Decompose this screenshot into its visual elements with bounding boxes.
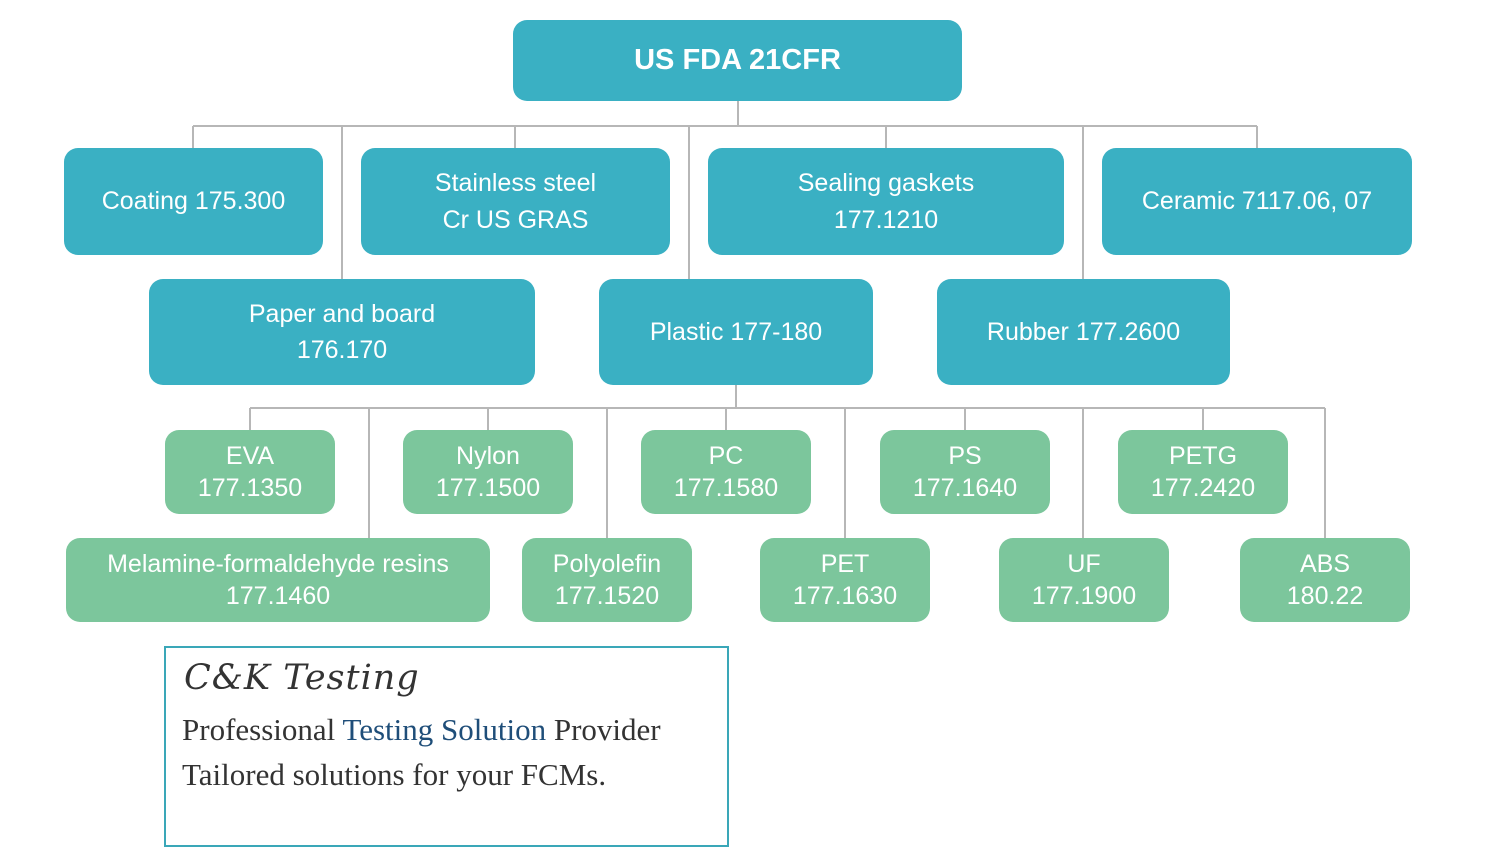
brand-name: C&K Testing	[184, 658, 420, 698]
category-label: Ceramic 7117.06, 07	[1141, 187, 1373, 216]
category-ceramic: Ceramic 7117.06, 07	[1102, 148, 1412, 255]
plastic-name: EVA	[225, 441, 275, 470]
category-code: 176.170	[296, 336, 388, 364]
tagline-pre: Professional	[182, 712, 343, 747]
plastic-nylon: Nylon 177.1500	[403, 430, 573, 514]
plastic-code: 177.1460	[225, 582, 331, 610]
tagline-line-2: Tailored solutions for your FCMs.	[182, 756, 607, 792]
plastic-name: Nylon	[456, 441, 520, 470]
plastic-code: 177.2420	[1150, 474, 1256, 502]
category-plastic: Plastic 177-180	[599, 279, 873, 385]
tagline-line-1: Professional Testing Solution Provider	[182, 708, 713, 753]
plastic-name: PETG	[1168, 441, 1238, 470]
plastic-abs: ABS 180.22	[1240, 538, 1410, 622]
plastic-pet: PET 177.1630	[760, 538, 930, 622]
tagline-post: Provider	[546, 712, 661, 747]
plastic-polyolefin: Polyolefin 177.1520	[522, 538, 692, 622]
plastic-name: Melamine-formaldehyde resins	[107, 549, 449, 578]
category-paper-and-board: Paper and board 176.170	[149, 279, 535, 385]
category-stainless-steel: Stainless steel Cr US GRAS	[361, 148, 670, 255]
category-label: Coating 175.300	[101, 187, 286, 216]
plastic-code: 177.1900	[1031, 582, 1137, 610]
category-label: Rubber 177.2600	[986, 317, 1181, 346]
plastic-petg: PETG 177.2420	[1118, 430, 1288, 514]
plastic-name: PS	[948, 441, 982, 470]
plastic-name: PET	[820, 549, 870, 578]
plastic-code: 177.1520	[554, 582, 660, 610]
category-sealing-gaskets: Sealing gaskets 177.1210	[708, 148, 1064, 255]
plastic-code: 177.1500	[435, 474, 541, 502]
plastic-code: 177.1350	[197, 474, 303, 502]
plastic-code: 177.1640	[912, 474, 1018, 502]
plastic-code: 177.1580	[673, 474, 779, 502]
plastic-name: PC	[708, 441, 744, 470]
plastic-melamine-formaldehyde: Melamine-formaldehyde resins 177.1460	[66, 538, 490, 622]
plastic-ps: PS 177.1640	[880, 430, 1050, 514]
plastic-uf: UF 177.1900	[999, 538, 1169, 622]
plastic-pc: PC 177.1580	[641, 430, 811, 514]
root-label: US FDA 21CFR	[634, 44, 841, 77]
category-label: Plastic 177-180	[649, 317, 823, 346]
category-code: 177.1210	[833, 205, 939, 234]
plastic-code: 177.1630	[792, 582, 898, 610]
plastic-eva: EVA 177.1350	[165, 430, 335, 514]
root-node: US FDA 21CFR	[513, 20, 962, 101]
tagline-highlight: Testing Solution	[342, 712, 547, 747]
category-coating: Coating 175.300	[64, 148, 323, 255]
category-label: Stainless steel	[434, 169, 597, 198]
category-label: Sealing gaskets	[797, 169, 975, 198]
plastic-code: 180.22	[1286, 582, 1364, 610]
plastic-name: UF	[1067, 549, 1101, 578]
plastic-name: Polyolefin	[552, 549, 662, 578]
category-label: Paper and board	[248, 299, 436, 328]
company-info-box: C&K Testing Professional Testing Solutio…	[164, 646, 729, 847]
plastic-name: ABS	[1299, 549, 1351, 578]
category-rubber: Rubber 177.2600	[937, 279, 1230, 385]
category-code: Cr US GRAS	[442, 205, 589, 234]
